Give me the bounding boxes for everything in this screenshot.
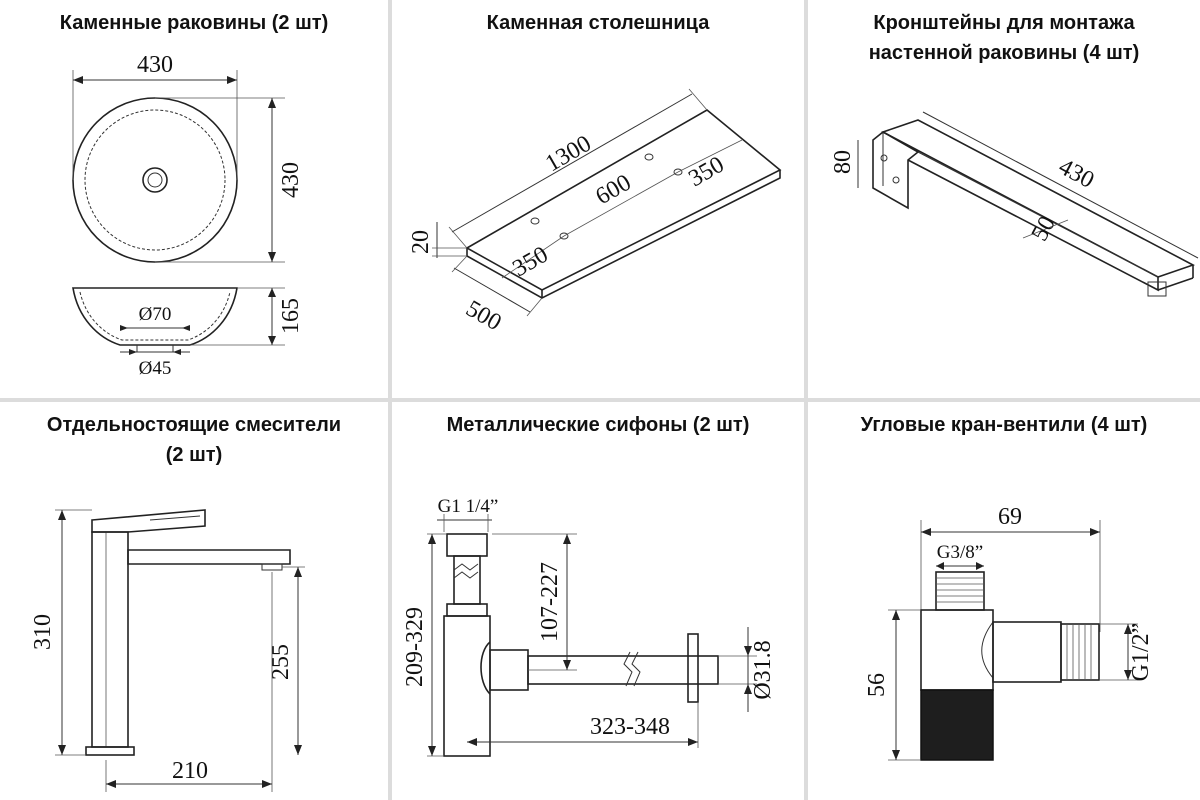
tap-hole-right bbox=[644, 153, 654, 161]
faucet-drawing: 310 255 210 bbox=[30, 509, 305, 792]
faucet-handle bbox=[91, 509, 206, 533]
sink-depth-label: 430 bbox=[278, 162, 304, 198]
valve-outlet-thread bbox=[1060, 623, 1100, 681]
panel-stone-sinks: Каменные раковины (2 шт) 430 430 bbox=[0, 0, 388, 398]
sink-outer-rim bbox=[72, 97, 238, 263]
countertop-hole-spacing-label: 600 bbox=[591, 170, 635, 211]
siphons-title: Металлические сифоны (2 шт) bbox=[446, 414, 750, 436]
bracket-arm-top bbox=[880, 119, 1196, 278]
siphon-pipe-diameter-label: Ø31.8 bbox=[750, 640, 776, 699]
valve-knurled-handle bbox=[920, 689, 994, 761]
bracket-length-label: 430 bbox=[1054, 154, 1098, 194]
tap-hole-left bbox=[530, 217, 540, 225]
faucet-body bbox=[91, 531, 129, 748]
brackets-title-line-2: настенной раковины (4 шт) bbox=[868, 42, 1140, 64]
countertop-length-label: 1300 bbox=[541, 131, 596, 178]
siphon-inlet-nut bbox=[446, 533, 488, 557]
bracket-drawing: 80 430 50 bbox=[830, 111, 1199, 297]
bracket-wall-plate bbox=[872, 131, 920, 210]
siphon-tailpiece bbox=[453, 555, 481, 605]
countertop-hole-offset-right-label: 350 bbox=[684, 152, 728, 193]
sink-outer-drain-label: Ø70 bbox=[139, 304, 172, 325]
bracket-width-label: 50 bbox=[1027, 212, 1061, 245]
sink-inner-drain-label: Ø45 bbox=[139, 358, 172, 379]
countertop-depth-label: 500 bbox=[461, 296, 505, 337]
valve-length-label: 69 bbox=[998, 504, 1022, 530]
sink-inner-rim bbox=[84, 109, 226, 251]
siphon-thread-label: G1 1/4” bbox=[438, 496, 499, 517]
valve-outlet-thread-label: G1/2” bbox=[1128, 623, 1154, 682]
siphon-wall-flange bbox=[687, 633, 699, 703]
faucet-reach-label: 210 bbox=[172, 758, 208, 784]
drain-hole-right bbox=[673, 168, 683, 176]
sink-drain-inner bbox=[147, 172, 163, 188]
faucets-title-line-2: (2 шт) bbox=[165, 444, 223, 466]
countertop-drawing: 1300 600 350 350 20 500 bbox=[408, 88, 782, 337]
faucet-base bbox=[85, 746, 135, 756]
drain-hole-left bbox=[559, 232, 569, 240]
siphon-height-range-label: 107-227 bbox=[537, 562, 563, 642]
valve-height-label: 56 bbox=[864, 673, 890, 697]
panel-freestanding-faucets: Отдельностоящие смесители (2 шт) 310 bbox=[0, 402, 388, 800]
faucets-title: Отдельностоящие смесители (2 шт) bbox=[0, 410, 388, 470]
valve-inlet-thread-label: G3/8” bbox=[937, 542, 983, 563]
countertop-title: Каменная столешница bbox=[486, 12, 710, 34]
siphon-outlet-elbow bbox=[489, 649, 529, 691]
bracket-length-dim-line bbox=[922, 111, 1199, 259]
faucet-total-height-label: 310 bbox=[30, 614, 56, 650]
countertop-length-dim-line bbox=[451, 93, 693, 233]
siphon-bottle bbox=[443, 615, 491, 757]
siphon-drawing: G1 1/4” 107-227 bbox=[402, 496, 776, 757]
valves-title: Угловые кран-вентили (4 шт) bbox=[860, 414, 1148, 436]
countertop-depth-dim-line bbox=[453, 267, 531, 313]
faucets-title-line-1: Отдельностоящие смесители bbox=[46, 414, 342, 436]
panel-stone-countertop: Каменная столешница 1300 600 350 bbox=[392, 0, 804, 398]
panel-angle-valves: Угловые кран-вентили (4 шт) 69 G3/8” bbox=[808, 402, 1200, 800]
brackets-title-line-1: Кронштейны для монтажа bbox=[873, 12, 1135, 34]
sink-drawing: 430 430 Ø70 Ø45 bbox=[72, 52, 304, 379]
sink-height-label: 165 bbox=[278, 298, 304, 334]
countertop-thickness-label: 20 bbox=[408, 230, 434, 254]
faucet-spout bbox=[127, 549, 291, 565]
panel-metal-siphons: Металлические сифоны (2 шт) G1 1/4” bbox=[392, 402, 804, 800]
valve-drawing: 69 G3/8” bbox=[864, 504, 1154, 761]
siphon-length-range-label: 323-348 bbox=[590, 714, 670, 740]
sink-width-label: 430 bbox=[137, 52, 173, 78]
siphon-total-range-label: 209-329 bbox=[402, 607, 428, 687]
panel-wall-brackets: Кронштейны для монтажа настенной раковин… bbox=[808, 0, 1200, 398]
sink-drain-outer bbox=[142, 167, 168, 193]
brackets-title: Кронштейны для монтажа настенной раковин… bbox=[808, 8, 1200, 68]
valve-outlet bbox=[992, 621, 1062, 683]
bracket-height-label: 80 bbox=[830, 150, 856, 174]
sinks-title: Каменные раковины (2 шт) bbox=[59, 12, 329, 34]
